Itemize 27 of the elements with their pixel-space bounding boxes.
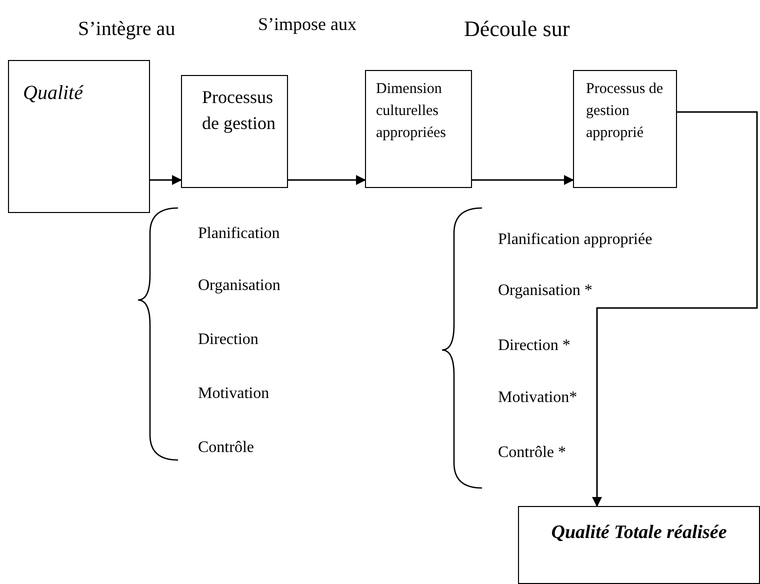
list-item: Contrôle — [198, 438, 254, 458]
process-box — [518, 506, 760, 584]
box-label: Processus de gestion approprié — [586, 80, 664, 142]
process-box — [573, 70, 677, 188]
list-item: Direction * — [498, 336, 570, 356]
list-item: Motivation* — [498, 388, 578, 408]
arrow — [592, 111, 758, 507]
process-box — [365, 70, 472, 188]
arrow — [288, 175, 366, 185]
list-item: Planification — [198, 224, 280, 244]
arrow — [150, 175, 182, 185]
list-item: Direction — [198, 330, 258, 350]
arrow — [472, 175, 574, 185]
relation-label: Découle sur — [464, 16, 570, 42]
list-item: Planification appropriée — [498, 230, 652, 250]
box-label: Processus de gestion — [202, 86, 276, 136]
list-item: Organisation — [198, 276, 280, 296]
process-box — [8, 60, 150, 213]
list-item: Organisation * — [498, 281, 592, 300]
list-item: Contrôle * — [498, 443, 566, 462]
box-label: Qualité Totale réalisée — [551, 521, 727, 545]
process-box — [181, 75, 288, 188]
list-item: Motivation — [198, 384, 270, 404]
relation-label: S’intègre au — [78, 17, 176, 41]
box-label: Qualité — [23, 81, 83, 106]
box-label: Dimension culturelles appropriées — [376, 80, 447, 142]
relation-label: S’impose aux — [258, 14, 356, 36]
